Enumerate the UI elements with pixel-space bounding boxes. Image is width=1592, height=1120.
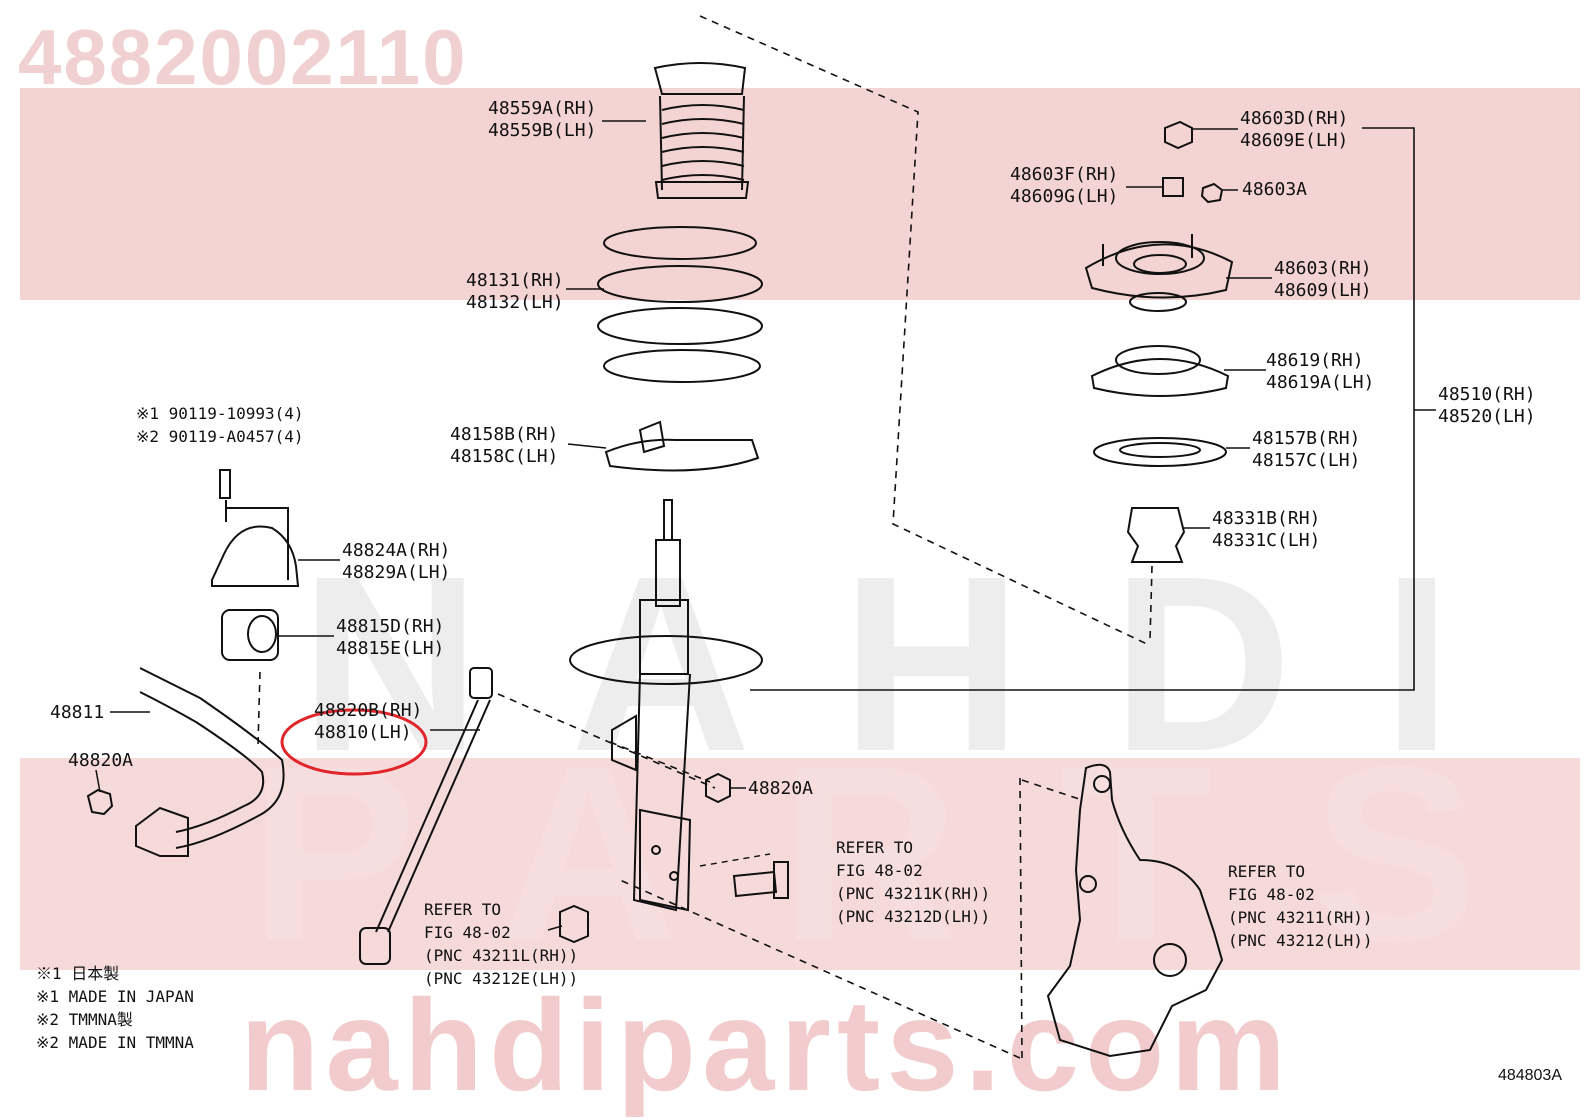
label-48603A: 48603A bbox=[1242, 179, 1308, 200]
bump-stopper bbox=[1126, 507, 1186, 563]
label-48815: 48815D(RH)48815E(LH) bbox=[336, 616, 445, 659]
label-48158: 48158B(RH)48158C(LH) bbox=[450, 424, 559, 467]
nut-48820A-left bbox=[86, 788, 114, 816]
upper-mount bbox=[1084, 234, 1234, 312]
highlight-circle bbox=[280, 708, 428, 776]
nut-48820A-right bbox=[705, 772, 731, 804]
spring-insulator bbox=[1093, 437, 1227, 467]
label-48820B: 48820B(RH)48810(LH) bbox=[314, 700, 423, 743]
label-48603F: 48603F(RH)48609G(LH) bbox=[1010, 164, 1119, 207]
watermark-latin-top: NAHDI bbox=[300, 524, 1542, 803]
label-48157: 48157B(RH)48157C(LH) bbox=[1252, 428, 1361, 471]
origin-footnotes: ※1 日本製※1 MADE IN JAPAN ※2 TMMNA製※2 MADE … bbox=[36, 964, 194, 1052]
coil-spring bbox=[597, 226, 763, 383]
watermark-latin-bottom: PARTS bbox=[250, 714, 1579, 993]
strut-assembly-bracket bbox=[750, 127, 1415, 691]
stabilizer-bar bbox=[139, 667, 285, 849]
knuckle-bolt bbox=[699, 853, 789, 899]
watermark-band-top bbox=[20, 88, 1580, 300]
label-48331: 48331B(RH)48331C(LH) bbox=[1212, 508, 1321, 551]
label-48559: 48559A(RH)48559B(LH) bbox=[488, 98, 597, 141]
bolt-notes: ※1 90119-10993(4)※2 90119-A0457(4) bbox=[136, 404, 304, 446]
label-48619: 48619(RH)48619A(LH) bbox=[1266, 350, 1375, 393]
label-48811: 48811 bbox=[50, 702, 105, 723]
stabilizer-bushing bbox=[221, 609, 279, 661]
label-48824: 48824A(RH)48829A(LH) bbox=[342, 540, 451, 583]
steering-knuckle bbox=[1046, 763, 1224, 1058]
dust-boot bbox=[653, 62, 750, 199]
label-48603D: 48603D(RH)48609E(LH) bbox=[1240, 108, 1349, 151]
label-48820A-left: 48820A bbox=[68, 750, 134, 771]
stabilizer-link bbox=[359, 667, 493, 965]
label-48820A-right: 48820A bbox=[748, 778, 814, 799]
strut-bearing bbox=[1090, 345, 1230, 397]
spring-lower-seat bbox=[604, 420, 760, 472]
leader-lines bbox=[95, 120, 1272, 931]
part-number-header: 4882002110 bbox=[18, 13, 468, 101]
figure-id: 484803A bbox=[1497, 1067, 1562, 1084]
upper-nuts bbox=[1162, 120, 1224, 204]
nut-bottom bbox=[559, 904, 589, 944]
bushing-bracket bbox=[211, 469, 300, 587]
label-48603: 48603(RH)48609(LH) bbox=[1274, 258, 1372, 301]
label-48510: 48510(RH)48520(LH) bbox=[1438, 384, 1536, 427]
stabilizer-bracket bbox=[135, 806, 189, 857]
watermark-url: nahdiparts.com bbox=[240, 972, 1292, 1118]
strut-assembly bbox=[569, 499, 763, 912]
label-48131: 48131(RH)48132(LH) bbox=[466, 270, 564, 313]
